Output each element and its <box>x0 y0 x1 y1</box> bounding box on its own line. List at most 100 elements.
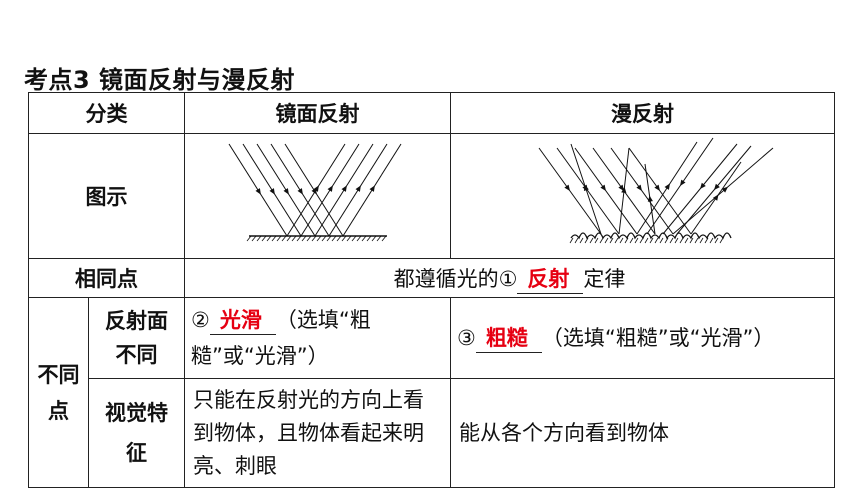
rough-hatch <box>619 237 624 244</box>
rough-hatch <box>599 237 604 244</box>
incident-arrow <box>283 188 289 195</box>
mirror-hatch <box>306 235 312 242</box>
rough-hatch <box>654 237 659 244</box>
reflected-arrow <box>341 185 347 192</box>
header-diffuse: 漫反射 <box>450 92 835 134</box>
rough-hatch <box>674 237 679 244</box>
incident-arrow <box>636 184 642 191</box>
num-3: ③ <box>457 326 476 350</box>
visual-row: 视觉特 征 只能在反射光的方向上看到物体，且物体看起来明亮、刺眼 能从各个方向看… <box>29 378 835 488</box>
rough-hatch <box>614 237 619 244</box>
rough-hatch <box>624 237 629 244</box>
different-label-line2: 点 <box>48 398 69 423</box>
mirror-hatch <box>361 235 367 242</box>
rough-hatch <box>579 237 584 244</box>
header-specular: 镜面反射 <box>184 92 451 134</box>
rough-hatch <box>709 237 714 244</box>
incident-arrow <box>600 184 606 191</box>
rough-hatch <box>639 237 644 244</box>
incident-arrow <box>582 184 588 191</box>
rough-hatch <box>659 237 664 244</box>
rough-hatch <box>569 237 574 244</box>
diffuse-visual-cell: 能从各个方向看到物体 <box>450 378 835 488</box>
incident-arrow <box>297 188 303 195</box>
mirror-hatch <box>351 235 357 242</box>
incident-arrow <box>311 188 317 195</box>
specular-surface-rest: （选填“粗糙”或“光滑”） <box>191 308 371 368</box>
scattered-arrow <box>712 194 719 201</box>
incident-arrow <box>269 188 275 195</box>
rough-hatch <box>634 237 639 244</box>
incident-arrow <box>255 188 261 195</box>
page-title: 考点3 镜面反射与漫反射 <box>24 66 296 94</box>
diffuse-surface-rest: （选填“粗糙”或“光滑”） <box>541 326 775 350</box>
scattered-arrow <box>664 183 670 190</box>
rough-hatch <box>584 237 589 244</box>
incident-arrow <box>654 184 660 191</box>
mirror-hatch <box>251 235 257 242</box>
mirror-hatch <box>321 235 327 242</box>
mirror-hatch <box>261 235 267 242</box>
reflected-arrow <box>327 185 333 192</box>
incident-arrow <box>618 184 624 191</box>
rough-hatch <box>649 237 654 244</box>
surface-label: 反射面 不同 <box>88 297 185 379</box>
rough-hatch <box>644 237 649 244</box>
rough-hatch <box>609 237 614 244</box>
mirror-hatch <box>381 235 387 242</box>
specular-reflection-diagram <box>228 143 402 242</box>
mirror-hatch <box>296 235 302 242</box>
mirror-hatch <box>256 235 262 242</box>
rough-hatch <box>704 237 709 244</box>
specular-diagram-cell <box>184 133 451 259</box>
answer-2: 光滑 <box>209 306 276 335</box>
diagram-label: 图示 <box>28 133 185 259</box>
same-prefix: 都遵循光的① <box>393 266 518 291</box>
answer-1: 反射 <box>517 265 584 294</box>
mirror-hatch <box>366 235 372 242</box>
rough-hatch <box>714 237 719 244</box>
diffuse-diagram-cell <box>450 133 835 259</box>
answer-3: 粗糙 <box>475 324 542 353</box>
rough-hatch <box>594 237 599 244</box>
incident-arrow <box>700 182 706 189</box>
different-label: 不同 点 <box>28 297 89 488</box>
header-category: 分类 <box>28 92 185 134</box>
num-2: ② <box>191 308 210 332</box>
rough-hatch <box>684 237 689 244</box>
surface-label-line1: 反射面 <box>105 309 168 333</box>
rough-hatch <box>664 237 669 244</box>
diagram-row: 图示 <box>28 133 835 259</box>
rough-hatch <box>589 237 594 244</box>
rough-hatch <box>699 237 704 244</box>
mirror-hatch <box>291 235 297 242</box>
rough-hatch <box>604 237 609 244</box>
incident-arrow <box>564 184 570 191</box>
diffuse-reflection-diagram <box>538 137 774 244</box>
visual-label-line2: 征 <box>126 441 147 465</box>
mirror-hatch <box>341 235 347 242</box>
rough-hatch <box>679 237 684 244</box>
reflected-arrow <box>313 185 319 192</box>
rough-hatch <box>629 237 634 244</box>
rough-hatch <box>574 237 579 244</box>
mirror-hatch <box>356 235 362 242</box>
mirror-hatch <box>376 235 382 242</box>
mirror-hatch <box>316 235 322 242</box>
same-suffix: 定律 <box>583 266 626 291</box>
reflected-arrow <box>369 185 375 192</box>
mirror-hatch <box>346 235 352 242</box>
mirror-hatch <box>326 235 332 242</box>
reflected-arrow <box>355 185 361 192</box>
rough-hatch <box>669 237 674 244</box>
mirror-hatch <box>266 235 272 242</box>
visual-label: 视觉特 征 <box>88 378 185 488</box>
different-label-line1: 不同 <box>37 362 80 387</box>
visual-label-line1: 视觉特 <box>105 401 168 425</box>
rough-hatch <box>694 237 699 244</box>
mirror-hatch <box>301 235 307 242</box>
